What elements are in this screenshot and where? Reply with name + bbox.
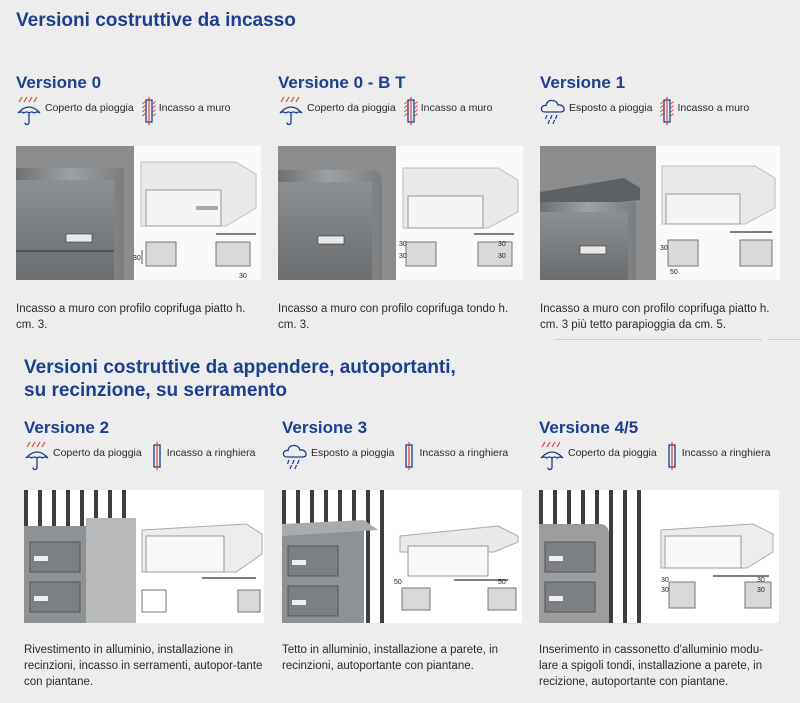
railing-mount-icon	[150, 441, 164, 471]
dimension-label: 50	[394, 579, 402, 586]
umbrella-icon	[278, 96, 304, 126]
card-versione-4-5: Versione 4/5 Coperto da pioggia Incasso …	[539, 418, 784, 475]
product-figure-v0-bt: 30 30 30 30	[278, 146, 523, 280]
wall-mount-icon	[142, 96, 156, 126]
section-title-incasso: Versioni costruttive da incasso	[16, 10, 296, 31]
tag-mount: Incasso a muro	[142, 96, 231, 126]
dimension-label: 30	[660, 245, 668, 252]
card-description: Rivestimento in alluminio, installazione…	[24, 644, 263, 688]
dimension-label: 30	[399, 253, 407, 260]
card-versione-2: Versione 2 Coperto da pioggia Incasso a …	[24, 418, 269, 475]
card-title: Versione 0	[16, 73, 102, 92]
product-figure-v0: 30 30	[16, 146, 261, 280]
card-description: Incasso a muro con profilo coprifuga pia…	[16, 303, 246, 331]
dimension-label: 30	[661, 587, 669, 594]
dimension-label: 30	[239, 273, 247, 280]
umbrella-icon	[539, 441, 565, 471]
card-description: Incasso a muro con profilo coprifuga ton…	[278, 303, 509, 331]
railing-mount-icon	[402, 441, 416, 471]
dimension-label: 30	[133, 255, 141, 262]
card-title: Versione 3	[282, 418, 368, 437]
tag-mount: Incasso a muro	[660, 96, 749, 126]
product-figure-v2	[24, 490, 264, 623]
card-versione-0: Versione 0 Coperto da pioggia Incasso a …	[16, 73, 261, 130]
rain-cloud-icon	[540, 96, 566, 126]
umbrella-icon	[16, 96, 42, 126]
tag-mount: Incasso a muro	[404, 96, 493, 126]
tag-rain: Coperto da pioggia	[278, 96, 396, 126]
card-versione-3: Versione 3 Esposto a pioggia Incasso a r…	[282, 418, 527, 475]
tag-rain: Esposto a pioggia	[282, 441, 394, 471]
tag-rain: Coperto da pioggia	[24, 441, 142, 471]
tag-mount: Incasso a ringhiera	[402, 441, 508, 471]
divider	[555, 339, 762, 340]
card-description: Inserimento in cassonetto d'alluminio mo…	[539, 644, 764, 688]
railing-mount-icon	[665, 441, 679, 471]
card-title: Versione 1	[540, 73, 626, 92]
card-description: Tetto in alluminio, installazione a pare…	[282, 644, 499, 672]
card-versione-0-bt: Versione 0 - B T Coperto da pioggia Inca…	[278, 73, 523, 130]
card-title: Versione 0 - B T	[278, 73, 406, 92]
tag-mount: Incasso a ringhiera	[665, 441, 770, 471]
dimension-label: 30	[757, 587, 765, 594]
card-title: Versione 4/5	[539, 418, 639, 437]
dimension-label: 30	[498, 241, 506, 248]
dimension-label: 30	[399, 241, 407, 248]
umbrella-icon	[24, 441, 50, 471]
tag-rain: Esposto a pioggia	[540, 96, 652, 126]
product-figure-v3: 50 50	[282, 490, 522, 623]
product-figure-v1: 30 50	[540, 146, 780, 280]
dimension-label: 30	[757, 577, 765, 584]
tag-rain: Coperto da pioggia	[16, 96, 134, 126]
divider	[768, 339, 800, 340]
dimension-label: 30	[498, 253, 506, 260]
dimension-label: 30	[661, 577, 669, 584]
wall-mount-icon	[404, 96, 418, 126]
card-versione-1: Versione 1 Esposto a pioggia Incasso a m…	[540, 73, 785, 130]
product-figure-v4-5: 30 30 30 30	[539, 490, 779, 623]
section-title-appendere: Versioni costruttive da appendere, autop…	[24, 357, 456, 401]
card-title: Versione 2	[24, 418, 110, 437]
wall-mount-icon	[660, 96, 674, 126]
tag-mount: Incasso a ringhiera	[150, 441, 255, 471]
dimension-label: 50	[498, 579, 506, 586]
dimension-label: 50	[670, 269, 678, 276]
tag-rain: Coperto da pioggia	[539, 441, 657, 471]
card-description: Incasso a muro con profilo coprifuga pia…	[540, 303, 770, 331]
rain-cloud-icon	[282, 441, 308, 471]
